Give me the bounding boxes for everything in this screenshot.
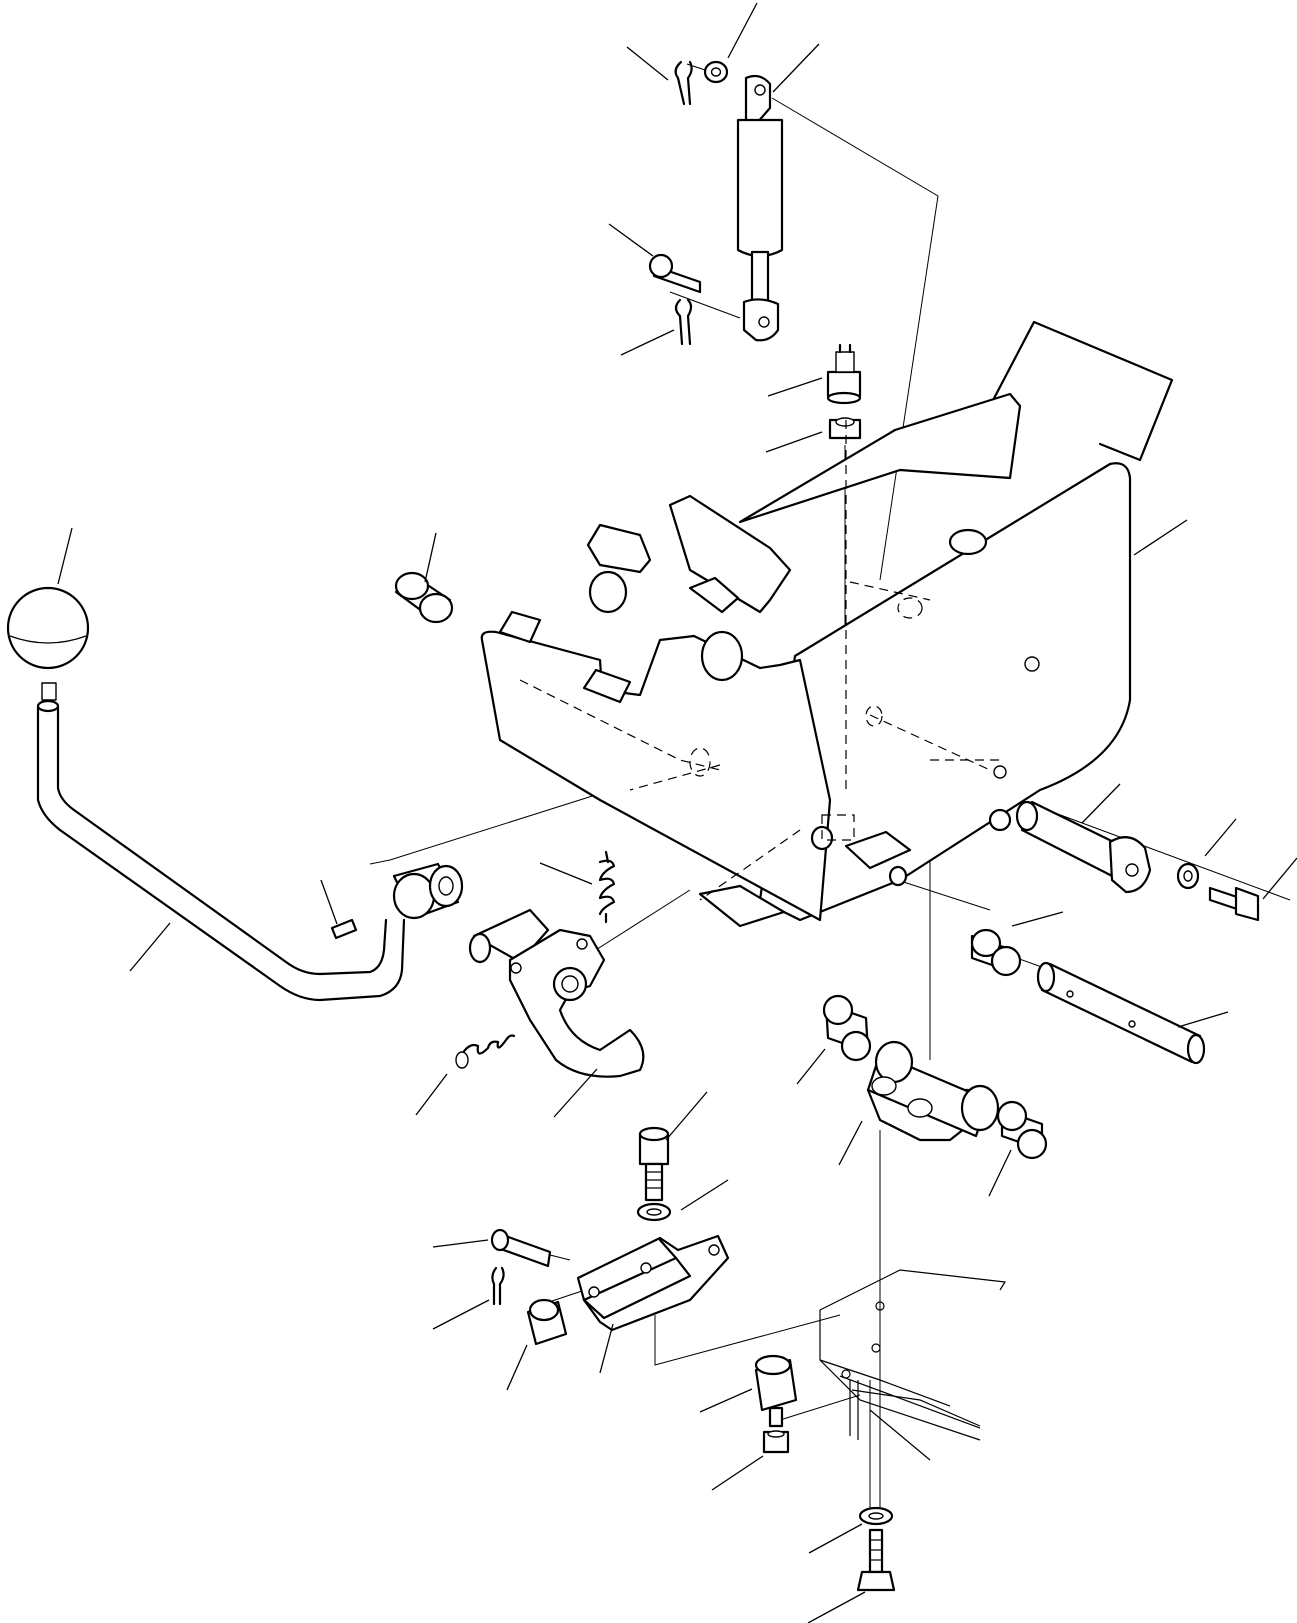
leader-line-l7 [765,431,823,453]
leader-lines [57,2,1297,1623]
spring-lower [455,1034,516,1069]
leader-line-l14 [539,862,593,885]
split-pin-lower [491,1266,505,1306]
leader-line-l26 [432,1239,489,1248]
lock-washer [636,1202,672,1222]
leader-line-l4 [608,223,654,257]
bushing-lower-left [822,994,872,1062]
leader-line-l10 [1133,519,1188,556]
leader-line-l30 [699,1388,753,1413]
leader-line-l31 [711,1455,764,1491]
leader-line-l21 [553,1068,598,1118]
leader-line-l11 [1081,783,1121,824]
switch-nut [828,417,862,440]
leader-line-l3 [772,43,820,93]
leader-line-l8 [57,527,73,585]
leader-line-l29 [599,1323,614,1374]
spring-upper [598,850,616,924]
leader-line-l16 [129,922,171,972]
leader-line-l13 [1262,857,1297,900]
bushing-lower-right [996,1100,1048,1160]
washer-top [703,60,729,84]
floor-plate [819,1269,1007,1461]
lever-bushing [392,862,464,920]
leader-line-l18 [1177,1011,1229,1028]
leader-line-l5 [620,329,675,356]
leader-line-l32 [808,1523,863,1554]
socket-head-bolt [638,1126,670,1202]
clevis-pin [648,253,702,294]
pivot-pin-right [1015,800,1152,894]
split-pin-mid [674,298,693,346]
selector-arm [468,908,645,1078]
leader-line-l20 [415,1073,448,1116]
leader-line-l12 [1204,818,1237,857]
leader-line-l22 [838,1120,863,1166]
leader-line-l1 [727,2,758,59]
split-pin-top [674,60,693,106]
bushing-right-mid [970,928,1022,977]
console-bracket [480,320,1174,928]
leader-line-l19 [796,1048,826,1085]
clevis-pin-lower [490,1228,552,1268]
roll-pin [330,918,358,940]
leader-line-l2 [626,46,669,81]
gear-lever-rod [36,699,406,1002]
leader-line-l27 [432,1299,490,1330]
leader-line-l17 [1011,911,1064,927]
shaft-right [1036,961,1206,1065]
leader-line-l15 [320,879,338,925]
pivot-block [866,1040,1000,1142]
bolt-bottom [856,1528,896,1592]
washer-bottom [858,1506,894,1526]
gear-lever-knob [6,586,90,701]
leader-line-l24 [665,1091,708,1141]
bolt-right [1208,886,1260,922]
gas-spring [736,74,784,342]
bushing-small [526,1298,568,1346]
leader-line-l6 [767,377,823,397]
leader-line-l23 [988,1149,1012,1197]
leader-line-l9 [424,532,437,583]
stop-nut [762,1430,790,1454]
washer-right [1176,862,1200,890]
link-clevis [576,1234,730,1332]
rubber-stop [754,1354,798,1428]
leader-line-l33 [807,1591,866,1623]
leader-line-l28 [506,1344,528,1391]
leader-line-l25 [680,1179,729,1211]
bushing-upper-left [394,571,454,624]
limit-switch [826,343,862,405]
